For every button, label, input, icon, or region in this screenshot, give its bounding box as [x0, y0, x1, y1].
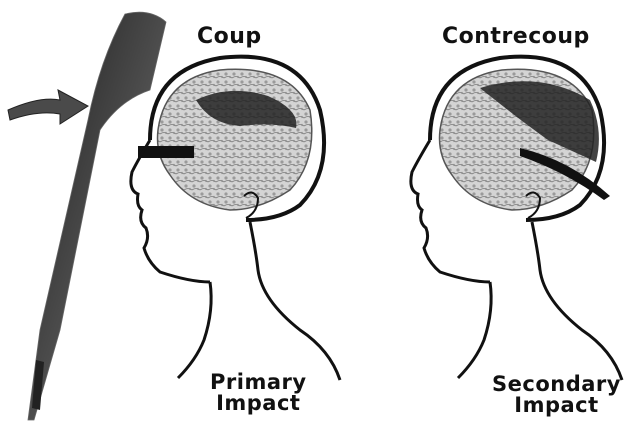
right-arrow-icon [8, 90, 88, 124]
secondary-impact-line1: Secondary [492, 374, 621, 395]
primary-impact-head [131, 57, 340, 380]
secondary-impact-head [411, 57, 622, 380]
primary-impact-line1: Primary [210, 372, 307, 393]
coup-label: Coup [197, 26, 262, 48]
primary-brain [158, 69, 312, 210]
secondary-impact-line2: Impact [492, 395, 621, 416]
secondary-impact-label: Secondary Impact [492, 374, 621, 416]
primary-impact-line2: Impact [210, 393, 307, 414]
baseball-bat-icon [28, 12, 166, 420]
primary-impact-label: Primary Impact [210, 372, 307, 414]
contrecoup-label: Contrecoup [442, 26, 590, 48]
